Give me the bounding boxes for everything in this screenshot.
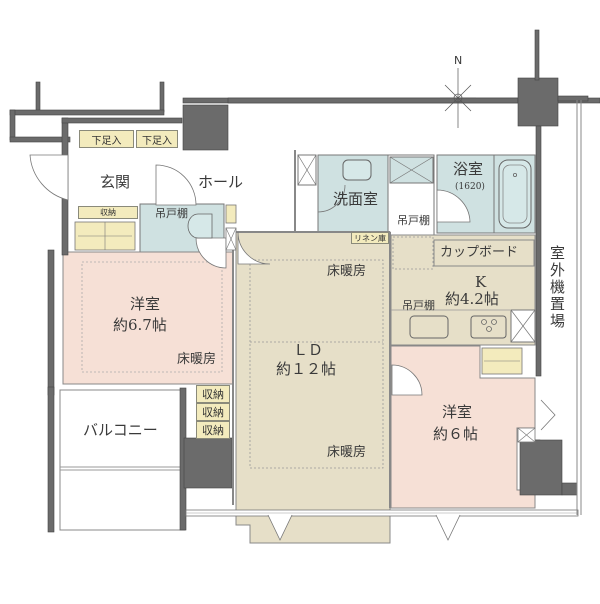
cupboard-label: カップボード xyxy=(440,245,519,260)
bathtub xyxy=(498,159,532,229)
hall-label: ホール xyxy=(198,173,244,191)
ld-floor xyxy=(235,231,391,544)
western-room-1-floor-heating: 床暖房 xyxy=(177,352,217,367)
compass-rose-icon xyxy=(440,68,476,128)
bathroom-size: (1620) xyxy=(455,182,485,192)
ld-area: 約１２帖 xyxy=(276,360,337,378)
ld-floor-heating-top: 床暖房 xyxy=(327,264,367,279)
western-room-1-area: 約6.7帖 xyxy=(113,316,167,334)
stove xyxy=(470,315,507,339)
outdoor-unit-label: 室外機置場 xyxy=(548,245,566,330)
toilet-fixture xyxy=(187,213,213,239)
ld-label: ＬＤ xyxy=(293,341,324,359)
western-room-1-label: 洋室 xyxy=(130,295,161,313)
walls xyxy=(9,29,600,533)
washroom-sink xyxy=(342,159,372,181)
genkan-label: 玄関 xyxy=(100,173,131,191)
genkan-storage: 収納 xyxy=(78,206,138,219)
shoe-storage-1: 下足入 xyxy=(79,130,134,148)
closet-3: 収納 xyxy=(196,421,230,439)
compass-north-label: N xyxy=(454,54,463,67)
shoe-storage-2: 下足入 xyxy=(136,130,178,148)
linen-storage: リネン庫 xyxy=(351,232,389,244)
closet-1: 収納 xyxy=(196,385,230,403)
ld-floor-heating-bottom: 床暖房 xyxy=(327,445,367,460)
kitchen-area: 約4.2帖 xyxy=(445,290,499,308)
western-room-2-label: 洋室 xyxy=(442,403,473,421)
western-room-2-floor xyxy=(390,345,536,509)
kitchen-sink xyxy=(409,315,449,339)
cupboard xyxy=(433,239,535,267)
wash-cabinet-label: 吊戸棚 xyxy=(397,214,430,227)
door-swings xyxy=(29,154,556,541)
closet-2: 収納 xyxy=(196,403,230,421)
toilet-cabinet-label: 吊戸棚 xyxy=(155,207,188,220)
western-room-1-floor xyxy=(62,251,234,385)
bathroom-label: 浴室 xyxy=(453,160,484,178)
balcony-floor xyxy=(59,389,186,531)
kitchen-cabinet-label: 吊戸棚 xyxy=(402,299,435,312)
western-room-2-area: 約６帖 xyxy=(433,425,479,443)
washroom-label: 洗面室 xyxy=(333,190,379,208)
kitchen-label: K xyxy=(475,273,487,291)
balcony-label: バルコニー xyxy=(83,421,158,439)
